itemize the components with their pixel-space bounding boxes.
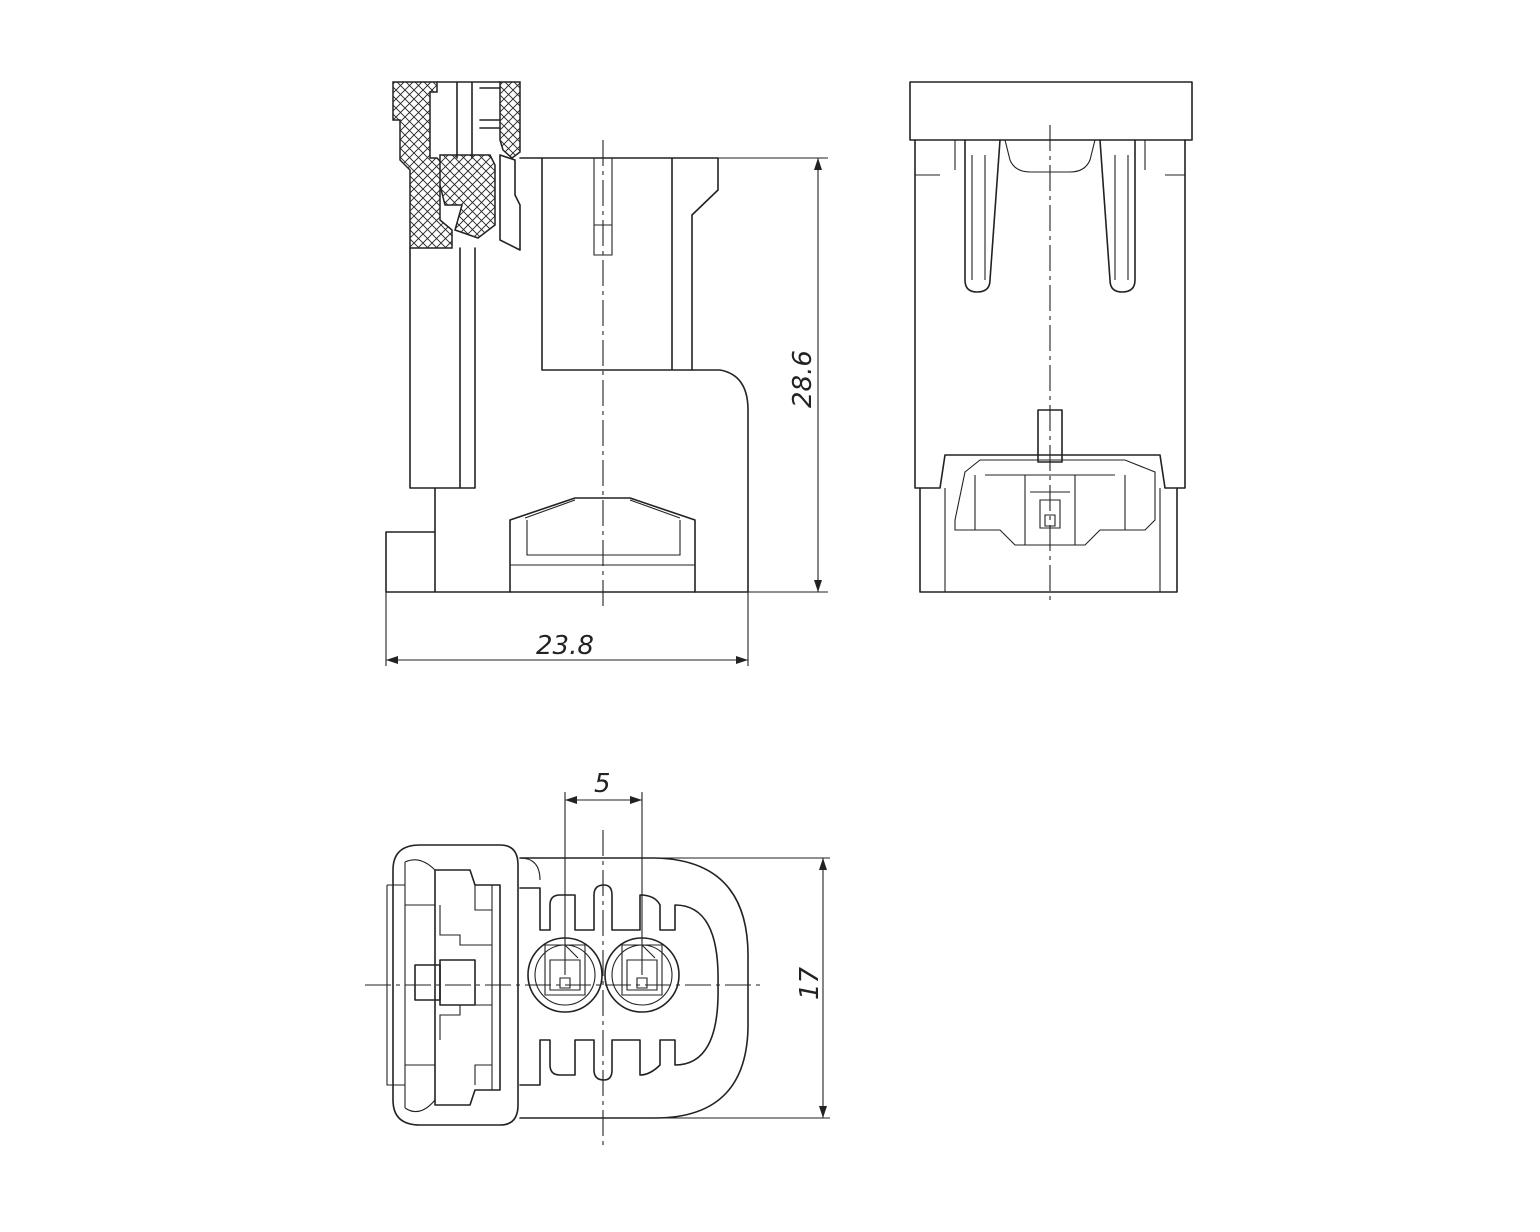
dimension-pitch-label: 5 <box>594 769 611 799</box>
end-view <box>365 830 760 1145</box>
dimension-width: 23.8 <box>385 592 749 666</box>
dimension-pitch: 5 <box>564 769 643 975</box>
section-hatch-inner <box>439 154 496 239</box>
dimension-height: 28.6 <box>718 157 828 593</box>
dimension-height-label: 28.6 <box>788 350 818 408</box>
section-hatch-right <box>499 81 521 159</box>
side-view <box>385 81 749 610</box>
dimension-depth-label: 17 <box>795 966 825 1000</box>
dimension-width-label: 23.8 <box>536 631 594 661</box>
front-view <box>909 81 1193 605</box>
section-hatch-outer <box>392 81 453 249</box>
dimension-depth: 17 <box>655 857 830 1119</box>
